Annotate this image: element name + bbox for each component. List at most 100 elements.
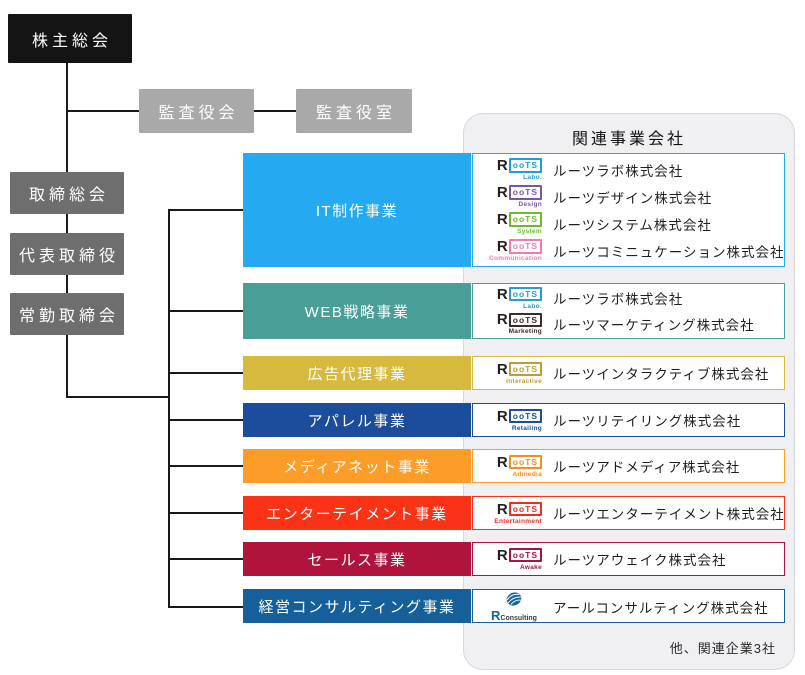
logo-text: ooTS bbox=[508, 454, 542, 470]
connector-line bbox=[168, 372, 243, 374]
division-bar-apparel: アパレル事業 bbox=[243, 403, 471, 437]
standing-directors-box: 常勤取締会 bbox=[10, 293, 124, 335]
division-bar-media-net: メディアネット事業 bbox=[243, 449, 471, 483]
logo-text: ooTS bbox=[508, 501, 542, 517]
company-name: ルーツアウェイク株式会社 bbox=[553, 553, 727, 568]
logo-text: ooTS bbox=[508, 408, 542, 424]
logo-sublabel: Retailing bbox=[511, 424, 542, 432]
logo-text: R bbox=[496, 311, 508, 329]
logo-sublabel: Marketing bbox=[508, 328, 542, 336]
company-name: ルーツインタラクティブ株式会社 bbox=[553, 367, 770, 382]
logo-text: R bbox=[496, 238, 508, 255]
logo-sublabel: Labo. bbox=[523, 174, 542, 181]
company-name: ルーツコミニュケーション株式会社 bbox=[553, 244, 785, 260]
company-name: ルーツラボ株式会社 bbox=[553, 163, 684, 179]
audit-board-box: 監査役会 bbox=[139, 89, 254, 133]
connector-line bbox=[66, 63, 68, 398]
logo-text: R bbox=[491, 608, 501, 623]
shareholders-meeting-box: 株主総会 bbox=[8, 14, 132, 63]
company-name: ルーツデザイン株式会社 bbox=[553, 190, 713, 206]
connector-line bbox=[254, 110, 297, 112]
company-name: アールコンサルティング株式会社 bbox=[553, 601, 769, 616]
company-name: ルーツマーケティング株式会社 bbox=[553, 317, 755, 333]
logo-sublabel: Admedia bbox=[512, 470, 542, 478]
logo-text: ooTS bbox=[508, 212, 542, 227]
connector-line bbox=[168, 512, 243, 514]
logo-sublabel: Entertainment bbox=[494, 517, 542, 525]
connector-line bbox=[168, 209, 243, 211]
logo-text: R bbox=[496, 407, 508, 425]
swirl-globe-icon bbox=[506, 592, 522, 606]
logo-sublabel: Awake bbox=[520, 563, 542, 571]
logo-text: ooTS bbox=[508, 158, 542, 173]
company-name: ルーツシステム株式会社 bbox=[553, 217, 712, 233]
company-row: RConsulting アールコンサルティング株式会社 bbox=[473, 590, 784, 624]
logo-text: R bbox=[496, 211, 508, 228]
logo-text: R bbox=[496, 184, 508, 201]
company-name: ルーツリテイリング株式会社 bbox=[553, 414, 742, 429]
connector-line bbox=[66, 110, 140, 112]
logo-sublabel: Design bbox=[518, 201, 542, 208]
representative-director-box: 代表取締役 bbox=[10, 233, 124, 275]
logo-text: R bbox=[496, 546, 508, 564]
logo-sublabel: Communication bbox=[488, 255, 542, 262]
logo-text: R bbox=[496, 285, 508, 303]
logo-text: ooTS bbox=[508, 286, 542, 302]
logo-text: ooTS bbox=[508, 547, 542, 563]
connector-line bbox=[66, 396, 170, 398]
logo-text: R bbox=[496, 157, 508, 174]
panel-footnote: 他、関連企業3社 bbox=[669, 641, 776, 656]
r-consulting-logo: RConsulting bbox=[486, 590, 542, 624]
panel-title: 関連事業会社 bbox=[571, 131, 686, 148]
logo-text: ooTS bbox=[508, 312, 542, 328]
connector-line bbox=[168, 310, 243, 312]
logo-text: Consulting bbox=[500, 615, 537, 622]
logo-sublabel: System bbox=[517, 228, 542, 235]
division-bar-consulting: 経営コンサルティング事業 bbox=[243, 589, 471, 623]
logo-text: R bbox=[496, 453, 508, 471]
logo-text: R bbox=[496, 360, 508, 378]
logo-text: ooTS bbox=[508, 185, 542, 200]
logo-sublabel: Labo. bbox=[523, 302, 542, 310]
division-bar-sales: セールス事業 bbox=[243, 542, 471, 576]
logo-text: R bbox=[496, 500, 508, 518]
division-bar-web-strategy: WEB戦略事業 bbox=[243, 283, 471, 339]
logo-text: ooTS bbox=[508, 361, 542, 377]
logo-text: ooTS bbox=[508, 239, 542, 254]
audit-office-box: 監査役室 bbox=[296, 89, 412, 133]
connector-line bbox=[168, 465, 243, 467]
company-name: ルーツエンターテイメント株式会社 bbox=[553, 507, 785, 522]
company-name: ルーツラボ株式会社 bbox=[553, 292, 684, 308]
division-bar-entertainment: エンターテイメント事業 bbox=[243, 496, 471, 530]
connector-line bbox=[168, 606, 243, 608]
division-bar-ad-agency: 広告代理事業 bbox=[243, 356, 471, 390]
logo-sublabel: Interactive bbox=[506, 377, 542, 385]
connector-line bbox=[168, 419, 243, 421]
